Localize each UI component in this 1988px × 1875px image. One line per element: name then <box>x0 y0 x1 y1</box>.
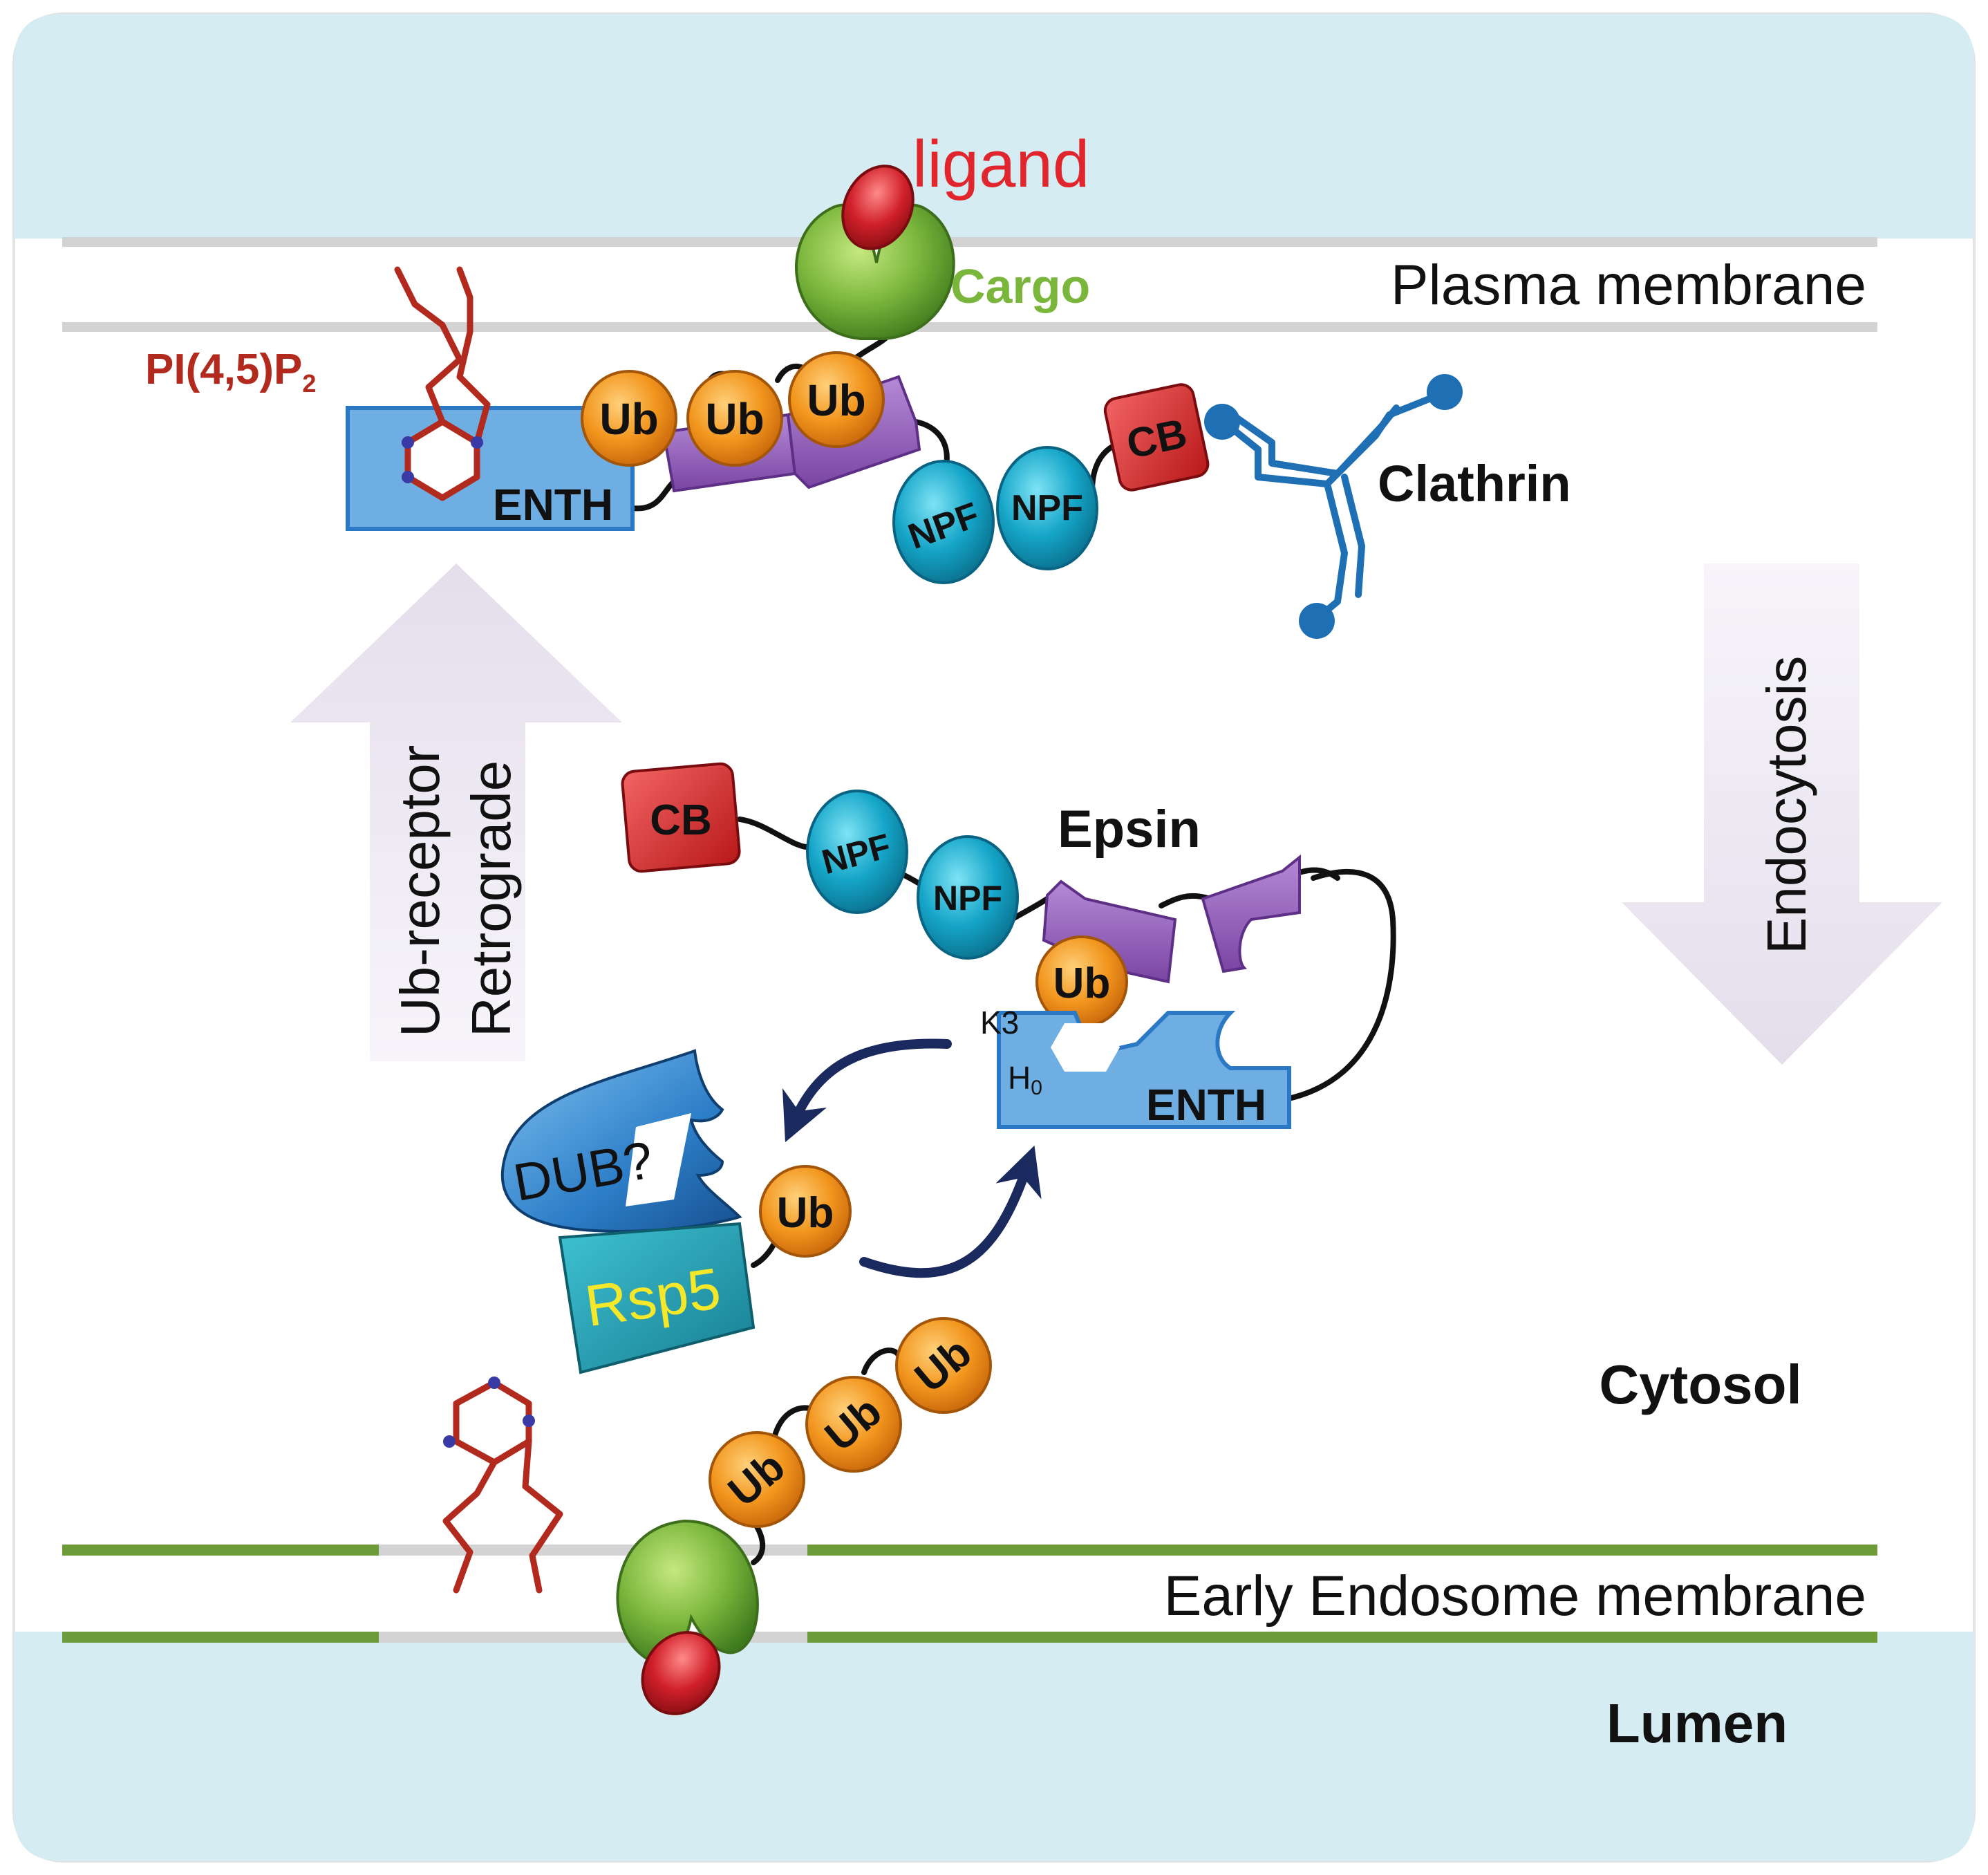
ub-bottom-3: Ub <box>895 1317 992 1414</box>
cargo-receptor-bottom <box>616 1519 759 1663</box>
cb-domain-top: CB <box>1103 383 1210 492</box>
enth-label-mid: ENTH <box>1146 1080 1266 1130</box>
npf-mid-1: NPF <box>806 790 908 914</box>
cytosol-label: Cytosol <box>1599 1354 1801 1415</box>
ligand-label: ligand <box>912 127 1089 201</box>
uim-motifs-mid <box>1042 854 1301 984</box>
endocytosis-label: Endocytosis <box>1756 656 1817 954</box>
pip2-phosphate-dots-top <box>402 436 483 483</box>
plasma-membrane <box>62 237 1877 332</box>
ub-rsp5-bound: Ub <box>759 1165 852 1258</box>
ub-label: Ub <box>777 1189 834 1237</box>
retrograde-arrow <box>290 563 622 1061</box>
npf-top-2: NPF <box>996 446 1098 570</box>
cb-domain-mid: CB <box>621 762 741 873</box>
ub-label: Ub <box>1053 960 1111 1007</box>
extracellular-fluid <box>14 14 1974 239</box>
epsin-label: Epsin <box>1058 800 1201 859</box>
ub-top-3: Ub <box>788 351 885 448</box>
ligand-bottom <box>641 1631 721 1715</box>
ub-label: Ub <box>705 394 764 444</box>
ub-bottom-1: Ub <box>709 1431 805 1528</box>
ub-mid-attached: Ub <box>1035 935 1128 1028</box>
early-endosome-membrane-label: Early Endosome membrane <box>1164 1565 1866 1627</box>
npf-label: NPF <box>1011 488 1083 528</box>
enth-domain-mid: ENTH <box>997 1011 1291 1130</box>
rsp5-ligase: Rsp5 <box>558 1222 756 1374</box>
ub-top-2: Ub <box>686 370 783 467</box>
endocytosis-arrow <box>1622 563 1942 1065</box>
dub-enzyme: DUB? <box>500 1049 742 1233</box>
npf-mid-2: NPF <box>917 835 1019 960</box>
h0-label: H0 <box>1008 1060 1042 1099</box>
ub-top-1: Ub <box>581 370 677 467</box>
ub-label: Ub <box>807 375 865 425</box>
retrograde-label-line1: Ub-receptor <box>389 745 451 1037</box>
plasma-membrane-label: Plasma membrane <box>1391 254 1866 317</box>
cargo-label: Cargo <box>950 259 1090 313</box>
retrograde-label-line2: Retrograde <box>460 761 522 1037</box>
pip2-lipid-top <box>394 266 491 501</box>
k3-label: K3 <box>980 1005 1019 1041</box>
ub-chain-top: Ub Ub Ub <box>581 351 885 467</box>
npf-top-1: NPF <box>892 460 995 584</box>
enth-label-top: ENTH <box>493 480 613 530</box>
ub-bottom-2: Ub <box>805 1376 902 1473</box>
deubiquitination-arrow <box>782 1038 952 1143</box>
cargo-receptor-top <box>794 203 955 340</box>
ub-chain-bottom: Ub Ub Ub <box>709 1317 992 1528</box>
ub-label: Ub <box>599 394 658 444</box>
lumen-fluid <box>14 1632 1974 1861</box>
cb-label: CB <box>650 796 712 844</box>
clathrin-terminal-domains <box>1204 374 1463 639</box>
ligand-top <box>841 165 915 250</box>
npf-label: NPF <box>933 879 1002 917</box>
ubiquitination-arrow <box>859 1145 1042 1278</box>
lumen-label: Lumen <box>1606 1692 1788 1754</box>
clathrin-label: Clathrin <box>1378 455 1571 512</box>
pip2-phosphate-dots-bottom <box>443 1377 535 1448</box>
pip2-label: PI(4,5)P2 <box>145 346 316 398</box>
